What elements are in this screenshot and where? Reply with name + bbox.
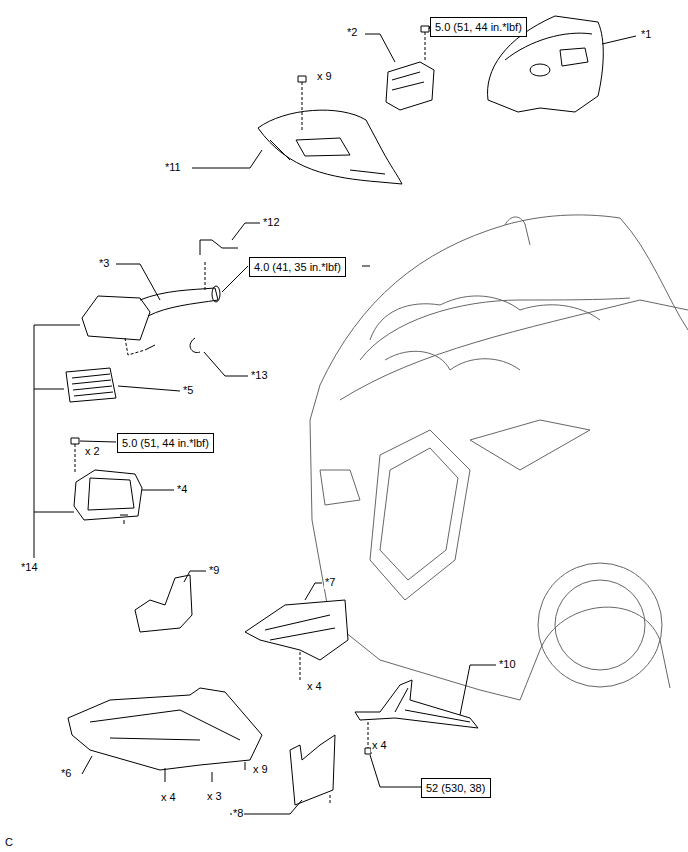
- bracket: [386, 26, 434, 110]
- quantity: x 4: [160, 791, 177, 804]
- torque-box: 4.0 (41, 35 in.*lbf): [249, 257, 346, 277]
- quantity: x 4: [371, 739, 388, 752]
- callout-number: *9: [208, 564, 220, 577]
- figure-code: C: [4, 836, 14, 849]
- callout-number: *13: [250, 369, 269, 382]
- under-cover: [245, 600, 348, 680]
- engine-under-cover: [68, 688, 262, 782]
- callout-number: *7: [324, 576, 336, 589]
- side-bracket: [290, 735, 335, 805]
- group-bracket: [34, 325, 80, 558]
- callout-number: *10: [498, 658, 517, 671]
- torque-value: 5.0 (51, 44 in.*lbf): [435, 20, 522, 34]
- torque-box: 5.0 (51, 44 in.*lbf): [430, 17, 527, 37]
- callout-number: *4: [176, 483, 188, 496]
- torque-value: 5.0 (51, 44 in.*lbf): [122, 436, 209, 450]
- quantity: x 2: [84, 445, 101, 458]
- support-brace: [355, 680, 478, 754]
- callout-number: *11: [164, 161, 182, 174]
- torque-value: 4.0 (41, 35 in.*lbf): [254, 260, 341, 274]
- air-cleaner-cap: [82, 240, 238, 355]
- callout-number: *2: [346, 26, 358, 39]
- leader-lines: [80, 26, 636, 814]
- under-cover: [120, 515, 192, 632]
- cowl-panel: [258, 76, 402, 184]
- quantity: x 4: [306, 680, 323, 693]
- torque-box: 5.0 (51, 44 in.*lbf): [117, 433, 214, 453]
- callout-number: *3: [98, 257, 110, 270]
- callout-number: *1: [640, 28, 652, 41]
- callout-number: *12: [262, 216, 281, 229]
- callout-number: *5: [182, 384, 194, 397]
- vehicle-outline: [310, 215, 688, 700]
- filter-element: [66, 368, 116, 402]
- torque-box: 52 (530, 38): [421, 778, 491, 798]
- callout-number: *8: [232, 807, 244, 820]
- quantity: x 9: [316, 70, 333, 83]
- quantity: x 9: [252, 763, 269, 776]
- torque-value: 52 (530, 38): [426, 781, 486, 795]
- callout-number: *14: [20, 561, 39, 574]
- callout-number: *6: [60, 767, 72, 780]
- quantity: x 3: [206, 790, 223, 803]
